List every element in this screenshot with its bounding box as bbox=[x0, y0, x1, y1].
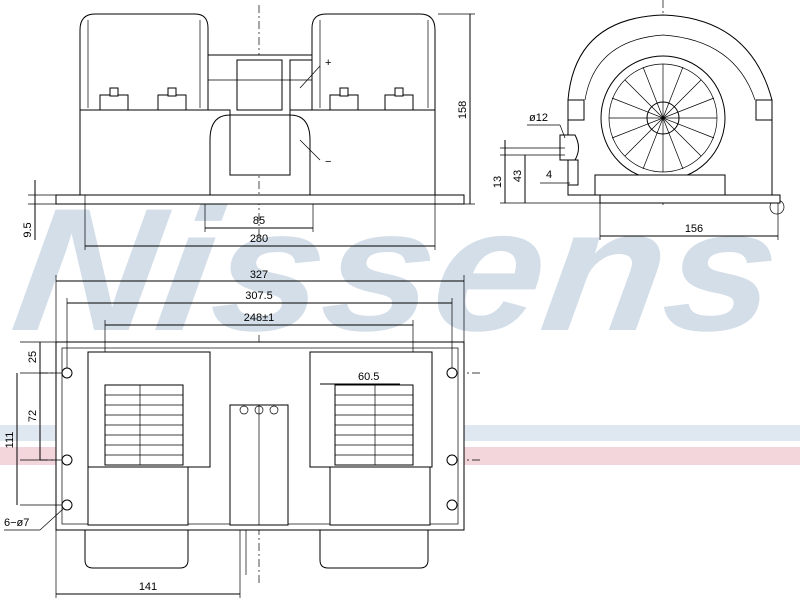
minus-terminal-label: − bbox=[325, 156, 331, 168]
dim-offset-60-5: 60.5 bbox=[358, 371, 379, 383]
side-view: ø12 13 43 4 156 bbox=[492, 0, 781, 240]
dim-height-158: 158 bbox=[457, 101, 469, 119]
plus-terminal-label: + bbox=[325, 57, 331, 69]
left-blower-fins bbox=[105, 385, 183, 465]
dim-side-width-156: 156 bbox=[685, 223, 703, 235]
mounting-holes bbox=[61, 367, 458, 511]
dim-111: 111 bbox=[4, 432, 16, 449]
dim-inner-248: 248±1 bbox=[244, 312, 275, 324]
dim-center-85: 85 bbox=[253, 215, 265, 227]
right-blower-fins bbox=[335, 385, 413, 465]
dim-flange-9-5: 9.5 bbox=[22, 222, 34, 237]
dim-h-43: 43 bbox=[512, 170, 524, 182]
impeller-spokes bbox=[609, 64, 717, 172]
bottom-view: 327 307.5 248±1 60.5 25 72 111 6−ø7 bbox=[4, 269, 480, 598]
dim-overall-327: 327 bbox=[250, 269, 268, 281]
watermark-text: Nissens bbox=[3, 173, 790, 368]
dim-25: 25 bbox=[27, 351, 39, 363]
front-view: + − 158 9.5 85 280 bbox=[22, 5, 475, 250]
dim-holes-307-5: 307.5 bbox=[245, 290, 273, 302]
watermark: Nissens bbox=[0, 173, 800, 465]
dim-h-13: 13 bbox=[492, 176, 504, 188]
dim-72: 72 bbox=[27, 410, 39, 422]
dim-shaft-dia-12: ø12 bbox=[529, 112, 548, 124]
dim-width-280: 280 bbox=[250, 233, 268, 245]
dim-141: 141 bbox=[139, 581, 157, 593]
dim-holes-count: 6−ø7 bbox=[4, 517, 29, 529]
dim-h-4: 4 bbox=[546, 169, 552, 181]
